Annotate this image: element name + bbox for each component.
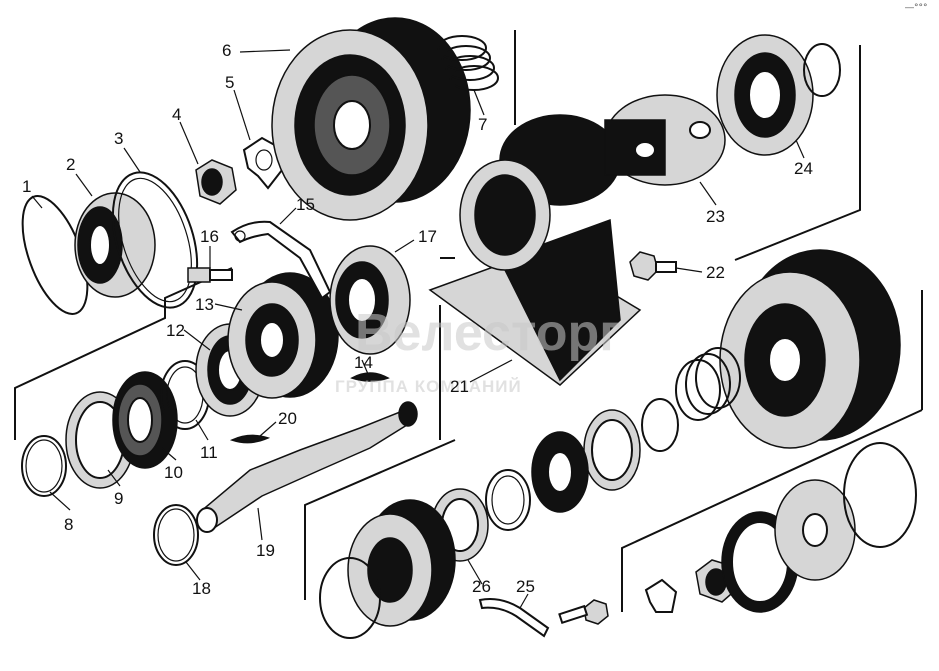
label-part-20: 20 bbox=[278, 409, 297, 428]
label-part-10: 10 bbox=[164, 463, 183, 482]
label-part-12: 12 bbox=[166, 321, 185, 340]
part-25-lever bbox=[478, 598, 550, 638]
label-part-26: 26 bbox=[472, 577, 491, 596]
part-24-bearing bbox=[716, 34, 841, 156]
label-part-14: 14 bbox=[354, 353, 373, 372]
bracket-lower-right-group bbox=[440, 257, 923, 612]
lower-race bbox=[485, 469, 531, 531]
watermark-subtitle: ГРУППА КОМПАНИЙ bbox=[335, 377, 522, 396]
lower-spring bbox=[675, 347, 741, 421]
part-23-hub bbox=[604, 94, 726, 186]
right-drum bbox=[719, 249, 901, 449]
label-part-19: 19 bbox=[256, 541, 275, 560]
part-5-lock-washer bbox=[242, 136, 284, 190]
label-part-5: 5 bbox=[225, 73, 234, 92]
label-part-6: 6 bbox=[222, 41, 231, 60]
label-part-11: 11 bbox=[200, 443, 218, 462]
label-part-21: 21 bbox=[450, 377, 469, 396]
part-19-shaft bbox=[196, 401, 418, 533]
bracket-lower-middle-group bbox=[304, 305, 456, 600]
lower-ring-b bbox=[583, 409, 641, 491]
lower-ring-a bbox=[641, 398, 679, 452]
part-17-ball-bearing bbox=[329, 245, 411, 355]
lower-bearing bbox=[531, 431, 589, 513]
watermark-title: Велесторг bbox=[355, 304, 621, 362]
part-16-bolt bbox=[187, 267, 233, 283]
part-14-key bbox=[350, 372, 390, 382]
part-8-ring bbox=[21, 435, 67, 497]
label-part-23: 23 bbox=[706, 207, 725, 226]
label-part-24: 24 bbox=[794, 159, 813, 178]
label-part-4: 4 bbox=[172, 105, 181, 124]
part-15-lever bbox=[230, 220, 332, 300]
part-18-ring bbox=[153, 504, 199, 566]
label-part-3: 3 bbox=[114, 129, 123, 148]
part-3-ring bbox=[111, 171, 199, 309]
label-part-15: 15 bbox=[296, 195, 315, 214]
part-13-gear-flange bbox=[227, 272, 339, 399]
part-21-housing bbox=[428, 114, 642, 386]
label-part-16: 16 bbox=[200, 227, 219, 246]
part-22-bolt bbox=[629, 251, 677, 281]
label-part-22: 22 bbox=[706, 263, 725, 282]
part-4-nut bbox=[195, 159, 237, 205]
label-part-9: 9 bbox=[114, 489, 123, 508]
label-part-1: 1 bbox=[22, 177, 31, 196]
lower-cone bbox=[774, 479, 856, 581]
lower-bolt bbox=[558, 599, 609, 625]
part-6-drum bbox=[271, 17, 471, 221]
label-part-8: 8 bbox=[64, 515, 73, 534]
bracket-top-right-group bbox=[514, 30, 861, 261]
label-part-2: 2 bbox=[66, 155, 75, 174]
lower-ring-right bbox=[843, 442, 917, 548]
label-part-17: 17 bbox=[418, 227, 437, 246]
part-7-spring bbox=[437, 35, 499, 91]
lower-lock-washer bbox=[644, 578, 678, 613]
leader-lines bbox=[31, 49, 805, 609]
label-part-7: 7 bbox=[478, 115, 487, 134]
label-part-25: 25 bbox=[516, 577, 535, 596]
part-26-flange bbox=[319, 499, 456, 639]
label-part-18: 18 bbox=[192, 579, 211, 598]
label-part-13: 13 bbox=[195, 295, 214, 314]
part-2-bearing-cup bbox=[74, 192, 156, 298]
corner-mark: ―°°° bbox=[905, 3, 928, 13]
part-20-key bbox=[229, 434, 271, 444]
